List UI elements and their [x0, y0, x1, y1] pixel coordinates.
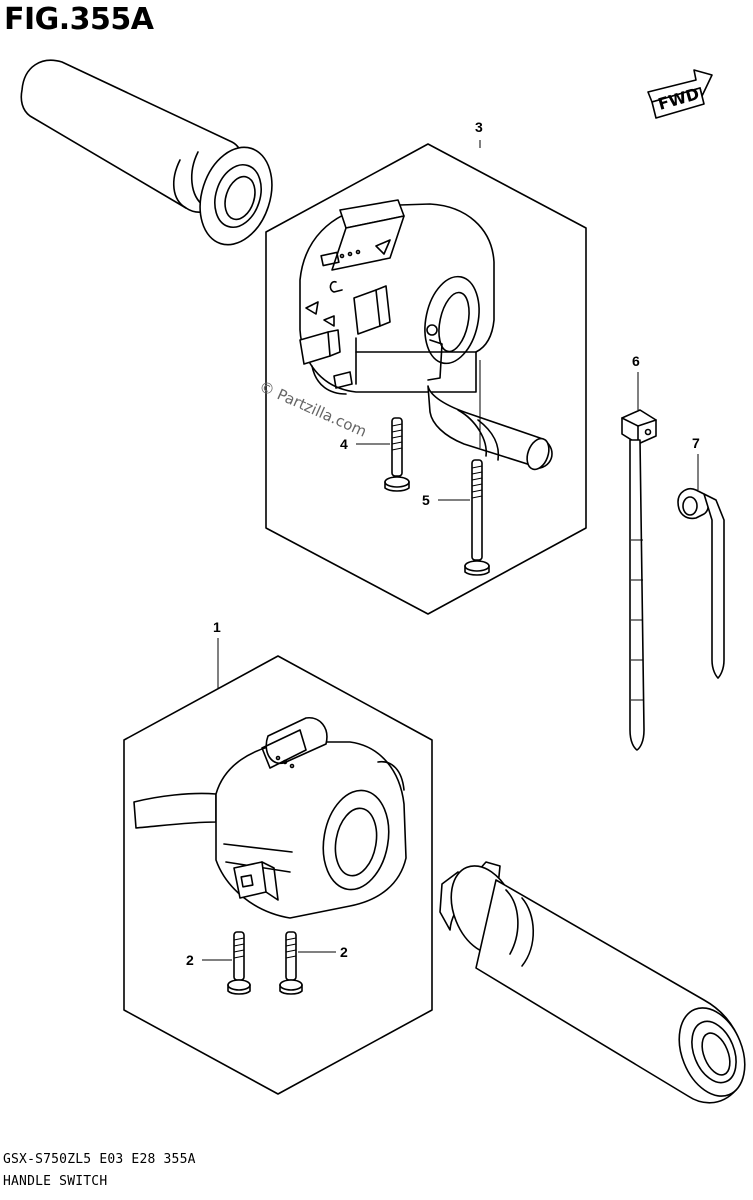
right-handle-switch[interactable]	[133, 717, 407, 919]
cable-clamp-7[interactable]	[677, 487, 725, 679]
callout-5: 5	[422, 492, 430, 508]
figure-title: FIG.355A	[4, 2, 154, 37]
forward-arrow-icon: FWD	[647, 69, 713, 119]
screw-5[interactable]	[464, 459, 490, 576]
screw-4[interactable]	[384, 417, 410, 492]
footer-model-code: GSX-S750ZL5 E03 E28 355A	[3, 1152, 196, 1167]
screw-2-left[interactable]	[227, 931, 251, 995]
assembly-boundary-1	[123, 655, 433, 1095]
footer-section-name: HANDLE SWITCH	[3, 1174, 108, 1189]
screw-2-right[interactable]	[279, 931, 303, 995]
callout-6: 6	[632, 353, 640, 369]
callout-3: 3	[475, 119, 483, 135]
left-handle-switch[interactable]	[299, 199, 553, 472]
throttle-grip[interactable]	[439, 856, 753, 1106]
callout-1: 1	[213, 619, 221, 635]
left-grip[interactable]	[20, 59, 284, 254]
callout-2-left: 2	[186, 952, 194, 968]
callout-7: 7	[692, 435, 700, 451]
callout-4: 4	[340, 436, 348, 452]
cable-tie-6[interactable]	[621, 409, 657, 751]
callout-2-right: 2	[340, 944, 348, 960]
assembly-boundary-3	[265, 143, 587, 615]
